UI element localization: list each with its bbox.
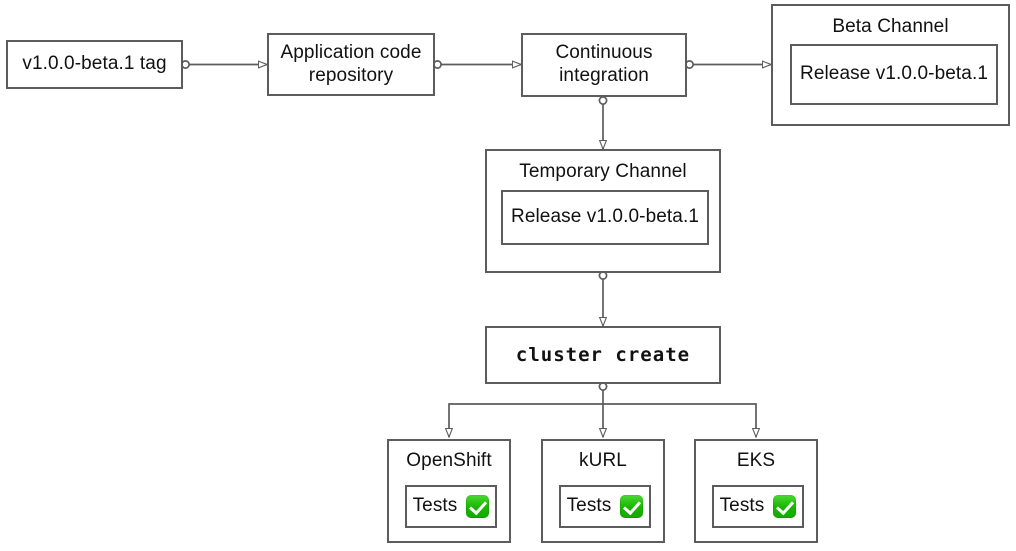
kurl-tests-box[interactable]: Tests [559, 485, 651, 528]
temporary-channel-release-box[interactable]: Release v1.0.0-beta.1 [501, 190, 709, 245]
node-kurl[interactable]: kURL Tests [541, 439, 665, 543]
edge-cluster-create-to-openshift [449, 390, 604, 437]
kurl-tests-label: Tests [566, 495, 612, 517]
node-cluster-create-label: cluster create [515, 343, 691, 366]
node-app-code-repository-label: Application code repository [280, 41, 422, 86]
node-temporary-channel[interactable]: Temporary Channel Release v1.0.0-beta.1 [485, 149, 721, 273]
node-beta-channel-title: Beta Channel [832, 16, 949, 37]
node-cluster-create[interactable]: cluster create [485, 326, 721, 384]
openshift-tests-label: Tests [412, 495, 458, 517]
temporary-channel-release-label: Release v1.0.0-beta.1 [511, 206, 699, 228]
node-continuous-integration-label: Continuous integration [555, 42, 653, 86]
node-version-tag[interactable]: v1.0.0-beta.1 tag [6, 40, 183, 89]
eks-tests-label: Tests [719, 495, 765, 517]
node-eks-title: EKS [736, 450, 776, 471]
node-kurl-title: kURL [579, 450, 627, 471]
eks-tests-box[interactable]: Tests [712, 485, 804, 528]
node-openshift[interactable]: OpenShift Tests [387, 439, 511, 543]
green-check-icon [773, 495, 797, 518]
node-temporary-channel-title: Temporary Channel [519, 161, 687, 182]
green-check-icon [620, 495, 644, 518]
node-openshift-title: OpenShift [406, 450, 492, 471]
node-beta-channel[interactable]: Beta Channel Release v1.0.0-beta.1 [771, 4, 1010, 126]
beta-channel-release-box[interactable]: Release v1.0.0-beta.1 [790, 44, 998, 105]
openshift-tests-box[interactable]: Tests [405, 485, 497, 528]
beta-channel-release-label: Release v1.0.0-beta.1 [800, 63, 988, 85]
node-eks[interactable]: EKS Tests [694, 439, 818, 543]
green-check-icon [466, 495, 490, 518]
node-version-tag-label: v1.0.0-beta.1 tag [22, 53, 167, 75]
edge-cluster-create-to-eks [603, 403, 756, 437]
node-app-code-repository[interactable]: Application code repository [267, 33, 435, 96]
node-continuous-integration[interactable]: Continuous integration [521, 33, 687, 97]
